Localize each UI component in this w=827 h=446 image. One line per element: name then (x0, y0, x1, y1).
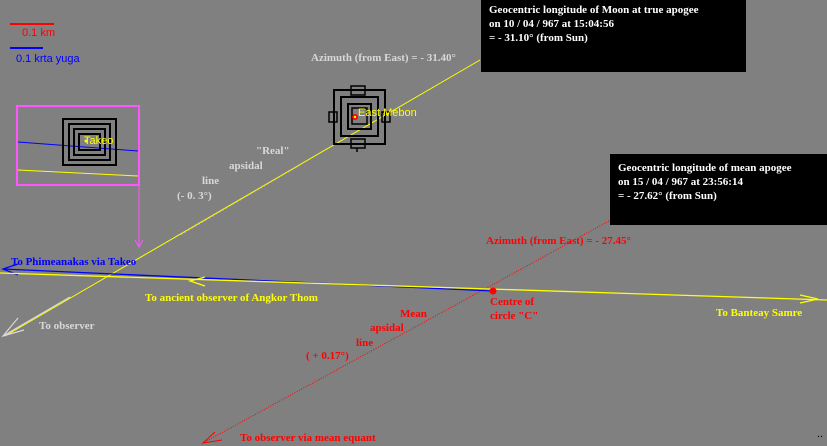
real-line-label-4: (- 0. 3°) (177, 190, 212, 202)
real-line-label-3: line (202, 175, 220, 187)
to-observer-mean-arrowhead (201, 431, 223, 444)
takeo-inset-yellow-line (17, 169, 139, 177)
mean-apogee-info-box: Geocentric longitude of mean apogee on 1… (610, 154, 827, 225)
takeo-label: Takeo (84, 135, 114, 147)
mean-line-label-3: line (356, 337, 374, 349)
to-banteay-samre-label: To Banteay Samre (716, 307, 803, 319)
mean-apogee-line-2: on 15 / 04 / 967 at 23:56:14 (618, 176, 743, 188)
takeo-temple-plan[interactable] (62, 118, 117, 166)
real-line-label-1: "Real" (256, 145, 290, 157)
true-apogee-line-3: = - 31.10° (from Sun) (489, 32, 588, 44)
scale-yuga-label: 0.1 krta yuga (16, 53, 80, 65)
true-apogee-info-box: Geocentric longitude of Moon at true apo… (481, 0, 746, 72)
takeo-connector-arrowhead (134, 239, 144, 249)
corner-mark: .. (817, 428, 824, 440)
to-ancient-observer-label: To ancient observer of Angkor Thom (145, 292, 318, 304)
banteay-samre-arrowhead (799, 294, 819, 304)
true-apogee-line-2: on 10 / 04 / 967 at 15:04:56 (489, 18, 614, 30)
centre-label-1: Centre of (490, 296, 535, 308)
ancient-observer-arrowhead (187, 276, 206, 287)
blue-line-phimeanakas (2, 268, 494, 292)
real-line-label-2: apsidal (229, 160, 263, 172)
to-phimeanakas-label: To Phimeanakas via Takeo (11, 256, 137, 268)
centre-point[interactable] (489, 287, 497, 295)
to-observer-mean-label: To observer via mean equant (240, 432, 376, 444)
east-mebon-label: East Mebon (358, 107, 417, 119)
mean-line-label-1: Mean (400, 308, 427, 320)
centre-label-2: circle "C" (490, 310, 539, 322)
azimuth-true-label: Azimuth (from East) = - 31.40° (311, 52, 456, 64)
mean-apsidal-line (202, 214, 621, 444)
true-apogee-line-1: Geocentric longitude of Moon at true apo… (489, 4, 699, 16)
to-observer-label: To observer (39, 320, 95, 332)
to-observer-arrowhead (1, 317, 25, 338)
scale-km-label: 0.1 km (22, 27, 56, 39)
to-observer-arrow-line (2, 296, 71, 337)
east-mebon-temple-plan[interactable] (328, 85, 391, 152)
real-apsidal-line-dashed (179, 164, 301, 236)
mean-apogee-line-1: Geocentric longitude of mean apogee (618, 162, 792, 174)
azimuth-mean-label: Azimuth (from East) = - 27.45° (486, 235, 631, 247)
mean-apogee-line-3: = - 27.62° (from Sun) (618, 190, 717, 202)
yellow-line-banteay-samre (0, 272, 827, 301)
mean-line-label-4: ( + 0.17°) (306, 350, 349, 362)
mean-line-label-2: apsidal (370, 322, 404, 334)
real-apsidal-line (4, 59, 481, 337)
takeo-inset-box[interactable] (16, 105, 140, 186)
